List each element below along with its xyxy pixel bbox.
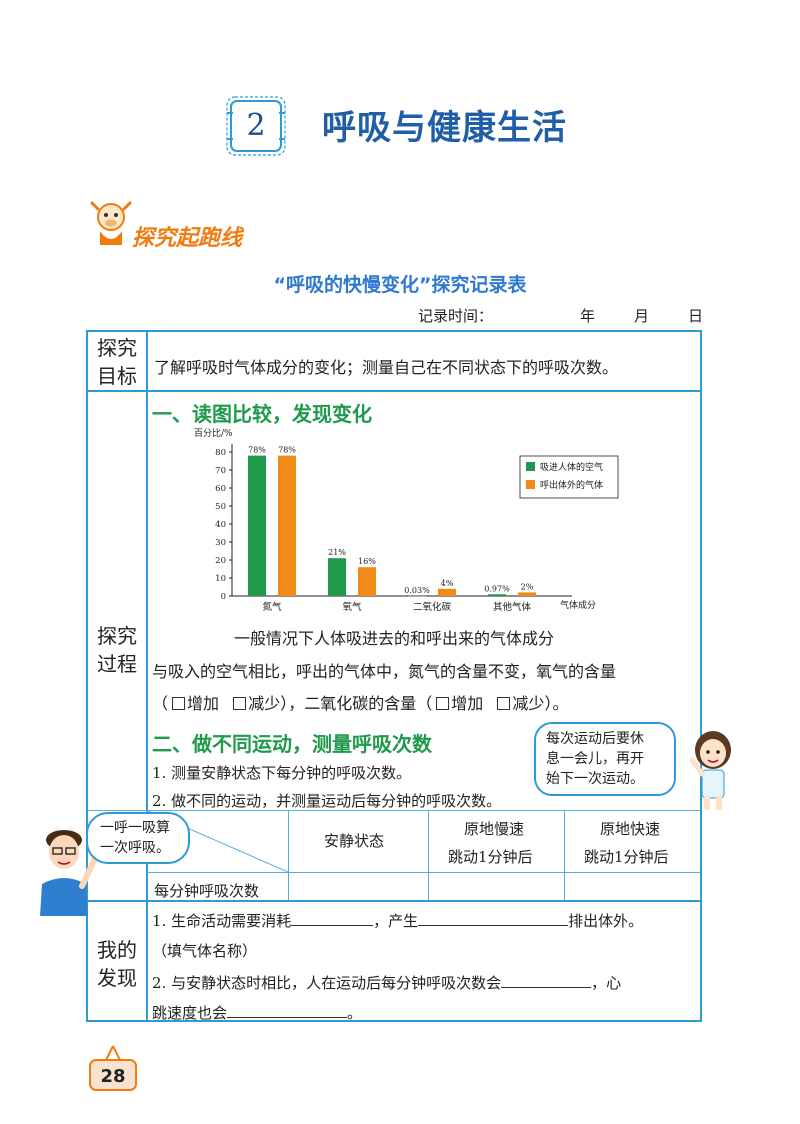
boy-bubble-line1: 一呼一吸算 bbox=[100, 820, 170, 836]
chart-category-3: 其他气体 bbox=[493, 601, 532, 613]
legend-label-0: 吸进人体的空气 bbox=[540, 461, 603, 473]
compare-line2: （增加 减少），二氧化碳的含量（增加 减少）。 bbox=[152, 694, 569, 713]
bar-2-1 bbox=[438, 588, 456, 596]
chart-ytick-label-4: 40 bbox=[215, 520, 226, 530]
section-label: 探究起跑线 bbox=[132, 226, 243, 251]
process-head: 探究过程 bbox=[97, 624, 137, 676]
col-fast-2: 跳动1分钟后 bbox=[584, 848, 669, 866]
chapter-number: 2 bbox=[246, 108, 266, 143]
bar-label-2-1: 4% bbox=[441, 579, 454, 588]
col-rest: 安静状态 bbox=[324, 832, 385, 850]
col-slow-2: 跳动1分钟后 bbox=[448, 848, 533, 866]
findings-head: 我的发现 bbox=[97, 938, 137, 990]
bar-1-0 bbox=[328, 558, 346, 596]
bar-label-3-1: 2% bbox=[521, 582, 534, 591]
chart-ytick-label-3: 30 bbox=[215, 538, 226, 548]
bar-3-1 bbox=[518, 592, 536, 596]
girl-speech-bubble: 每次运动后要休 息一会儿，再开 始下一次运动。 bbox=[534, 722, 676, 796]
bar-0-1 bbox=[278, 455, 296, 596]
row-label-breaths: 每分钟呼吸次数 bbox=[154, 882, 260, 900]
breath-change-blank[interactable] bbox=[501, 973, 592, 988]
step1: 1. 测量安静状态下每分钟的呼吸次数。 bbox=[152, 764, 412, 782]
co2-decrease-checkbox[interactable] bbox=[497, 697, 511, 710]
goal-head: 探究目标 bbox=[97, 336, 137, 388]
bar-label-0-0: 78% bbox=[248, 446, 266, 455]
chart-ytick-label-0: 0 bbox=[221, 592, 226, 602]
chart-category-2: 二氧化碳 bbox=[413, 601, 452, 613]
bar-3-0 bbox=[488, 594, 506, 596]
record-table: 探究目标 探究过程 我的发现 了解呼吸时气体成分的变化；测量自己在不同状态下的呼… bbox=[86, 330, 702, 1022]
page-number-badge bbox=[89, 1045, 137, 1091]
table-title: “呼吸的快慢变化”探究记录表 bbox=[273, 274, 527, 296]
cell-rest-input[interactable] bbox=[289, 873, 428, 899]
chart-category-0: 氮气 bbox=[262, 601, 282, 613]
record-date-day: 日 bbox=[688, 307, 704, 325]
record-date-label: 记录时间： bbox=[418, 307, 494, 325]
chart-ytick-label-6: 60 bbox=[215, 484, 226, 494]
goal-text: 了解呼吸时气体成分的变化；测量自己在不同状态下的呼吸次数。 bbox=[154, 358, 619, 377]
chart-ytick-label-8: 80 bbox=[215, 448, 226, 458]
bar-1-1 bbox=[358, 567, 376, 596]
gas-composition-chart: 百分比/% 气体成分 0 10 20 30 40 50 60 70 80 78% 78% 氮气 21% 16%… bbox=[194, 427, 619, 613]
bar-label-2-0: 0.03% bbox=[404, 586, 430, 595]
bar-2-0 bbox=[408, 595, 426, 597]
part1-title: 一、读图比较，发现变化 bbox=[152, 402, 372, 426]
finding-line2: （填气体名称） bbox=[152, 942, 258, 960]
bar-label-1-1: 16% bbox=[358, 557, 376, 566]
chart-ytick-label-1: 10 bbox=[215, 574, 226, 584]
boy-speech-bubble: 一呼一吸算 一次呼吸。 bbox=[86, 812, 190, 864]
chart-ytick-label-5: 50 bbox=[215, 502, 226, 512]
bar-label-0-1: 78% bbox=[278, 446, 296, 455]
chart-ytick-label-7: 70 bbox=[215, 466, 226, 476]
col-fast-1: 原地快速 bbox=[600, 820, 661, 838]
finding-line1: 1. 生命活动需要消耗，产生排出体外。 bbox=[152, 911, 644, 930]
cow-mascot-icon bbox=[90, 201, 132, 245]
chapter-title: 呼吸与健康生活 bbox=[322, 108, 567, 148]
step2: 2. 做不同的运动，并测量运动后每分钟的呼吸次数。 bbox=[152, 792, 502, 810]
chapter-number-badge bbox=[226, 96, 286, 156]
cell-fast-input[interactable] bbox=[565, 873, 700, 899]
compare-line1: 与吸入的空气相比，呼出的气体中，氮气的含量不变，氧气的含量 bbox=[152, 662, 617, 681]
bar-0-0 bbox=[248, 455, 266, 596]
boy-bubble-line2: 一次呼吸。 bbox=[100, 840, 170, 856]
girl-bubble-line1: 每次运动后要休 bbox=[546, 731, 644, 747]
boy-character-icon bbox=[40, 830, 101, 916]
girl-character-icon bbox=[690, 731, 731, 810]
produce-gas-blank[interactable] bbox=[418, 911, 569, 926]
chart-category-1: 氧气 bbox=[342, 601, 362, 613]
legend-swatch-1 bbox=[526, 480, 535, 489]
chart-ytick-label-2: 20 bbox=[215, 556, 226, 566]
oxygen-decrease-checkbox[interactable] bbox=[233, 697, 247, 710]
chart-xlabel: 气体成分 bbox=[560, 599, 596, 611]
record-date-year: 年 bbox=[580, 307, 596, 325]
girl-bubble-line2: 息一会儿，再开 bbox=[546, 751, 644, 767]
legend-swatch-0 bbox=[526, 462, 535, 471]
cell-slow-input[interactable] bbox=[429, 873, 564, 899]
col-slow-1: 原地慢速 bbox=[464, 820, 525, 838]
finding-line3: 2. 与安静状态时相比，人在运动后每分钟呼吸次数会，心 bbox=[152, 973, 622, 992]
consume-gas-blank[interactable] bbox=[291, 911, 374, 926]
chart-ylabel: 百分比/% bbox=[194, 427, 233, 439]
chart-caption: 一般情况下人体吸进去的和呼出来的气体成分 bbox=[234, 629, 555, 648]
heart-change-blank[interactable] bbox=[227, 1003, 348, 1018]
oxygen-increase-checkbox[interactable] bbox=[172, 697, 186, 710]
chart-legend-box bbox=[519, 455, 619, 499]
legend-label-1: 呼出体外的气体 bbox=[540, 479, 603, 491]
bar-label-3-0: 0.97% bbox=[484, 584, 510, 593]
girl-bubble-line3: 始下一次运动。 bbox=[546, 771, 644, 787]
co2-increase-checkbox[interactable] bbox=[436, 697, 450, 710]
finding-line4: 跳速度也会。 bbox=[152, 1003, 363, 1022]
record-date-month: 月 bbox=[634, 307, 650, 325]
page-number: 28 bbox=[100, 1066, 126, 1087]
bar-label-1-0: 21% bbox=[328, 548, 346, 557]
part2-title: 二、做不同运动，测量呼吸次数 bbox=[152, 732, 432, 756]
